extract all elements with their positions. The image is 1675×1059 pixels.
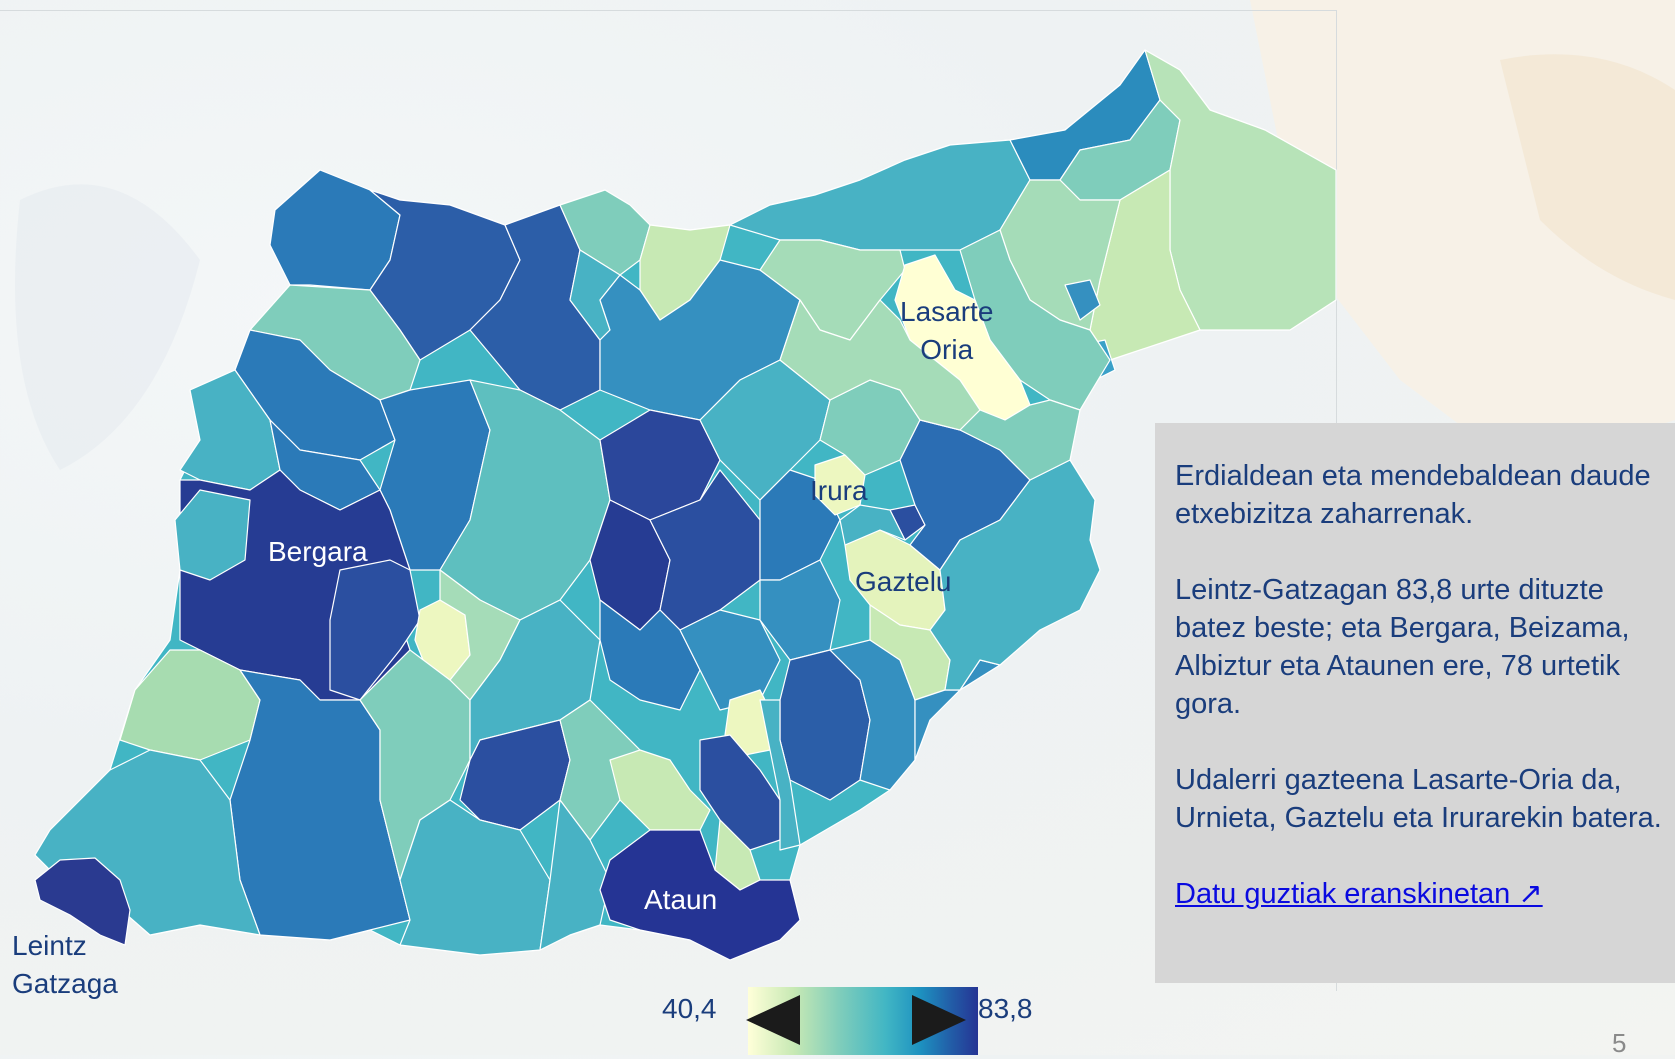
municipality bbox=[959, 399, 1081, 481]
municipality bbox=[1144, 49, 1337, 331]
municipality bbox=[679, 609, 781, 711]
municipality bbox=[729, 139, 1031, 251]
info-panel: Erdialdean eta mendebaldean daude etxebi… bbox=[1155, 423, 1675, 983]
municipality bbox=[229, 669, 411, 941]
legend-max-value: 83,8 bbox=[978, 993, 1033, 1024]
legend-right-arrow-icon[interactable] bbox=[912, 995, 966, 1045]
municipality bbox=[269, 169, 401, 291]
municipality bbox=[759, 699, 801, 851]
municipality bbox=[599, 599, 701, 711]
municipality bbox=[759, 559, 841, 661]
municipality bbox=[329, 559, 421, 701]
municipality bbox=[779, 299, 981, 431]
legend-min-value: 40,4 bbox=[662, 993, 717, 1024]
municipality-ataun bbox=[599, 829, 801, 961]
legend-left-arrow-icon[interactable] bbox=[746, 995, 800, 1045]
label-bergara: Bergara bbox=[268, 536, 368, 567]
municipality bbox=[399, 799, 551, 956]
label-gaztelu: Gaztelu bbox=[855, 566, 952, 597]
label-leintz-gatzaga: Leintz Gatzaga bbox=[12, 930, 118, 999]
municipality-leintz-gatzaga bbox=[34, 857, 131, 946]
annex-data-link[interactable]: Datu guztiak eranskinetan ↗ bbox=[1175, 878, 1543, 910]
info-paragraph-2: Leintz-Gatzagan 83,8 urte dituzte batez … bbox=[1175, 574, 1630, 720]
label-lasarte-oria: Lasarte Oria bbox=[900, 296, 994, 365]
municipality bbox=[1064, 279, 1101, 321]
municipality bbox=[649, 469, 761, 631]
page-number: 5 bbox=[1612, 1028, 1627, 1058]
municipalities bbox=[34, 49, 1337, 961]
municipality bbox=[609, 749, 711, 831]
municipality bbox=[839, 504, 906, 546]
choropleth-map bbox=[34, 49, 1337, 961]
info-paragraph-3: Udalerri gazteena Lasarte-Oria da, Urnie… bbox=[1175, 764, 1662, 834]
info-paragraph-1: Erdialdean eta mendebaldean daude etxebi… bbox=[1175, 460, 1651, 530]
label-ataun: Ataun bbox=[644, 884, 718, 915]
municipality bbox=[174, 489, 251, 581]
label-irura: Irura bbox=[810, 475, 868, 506]
